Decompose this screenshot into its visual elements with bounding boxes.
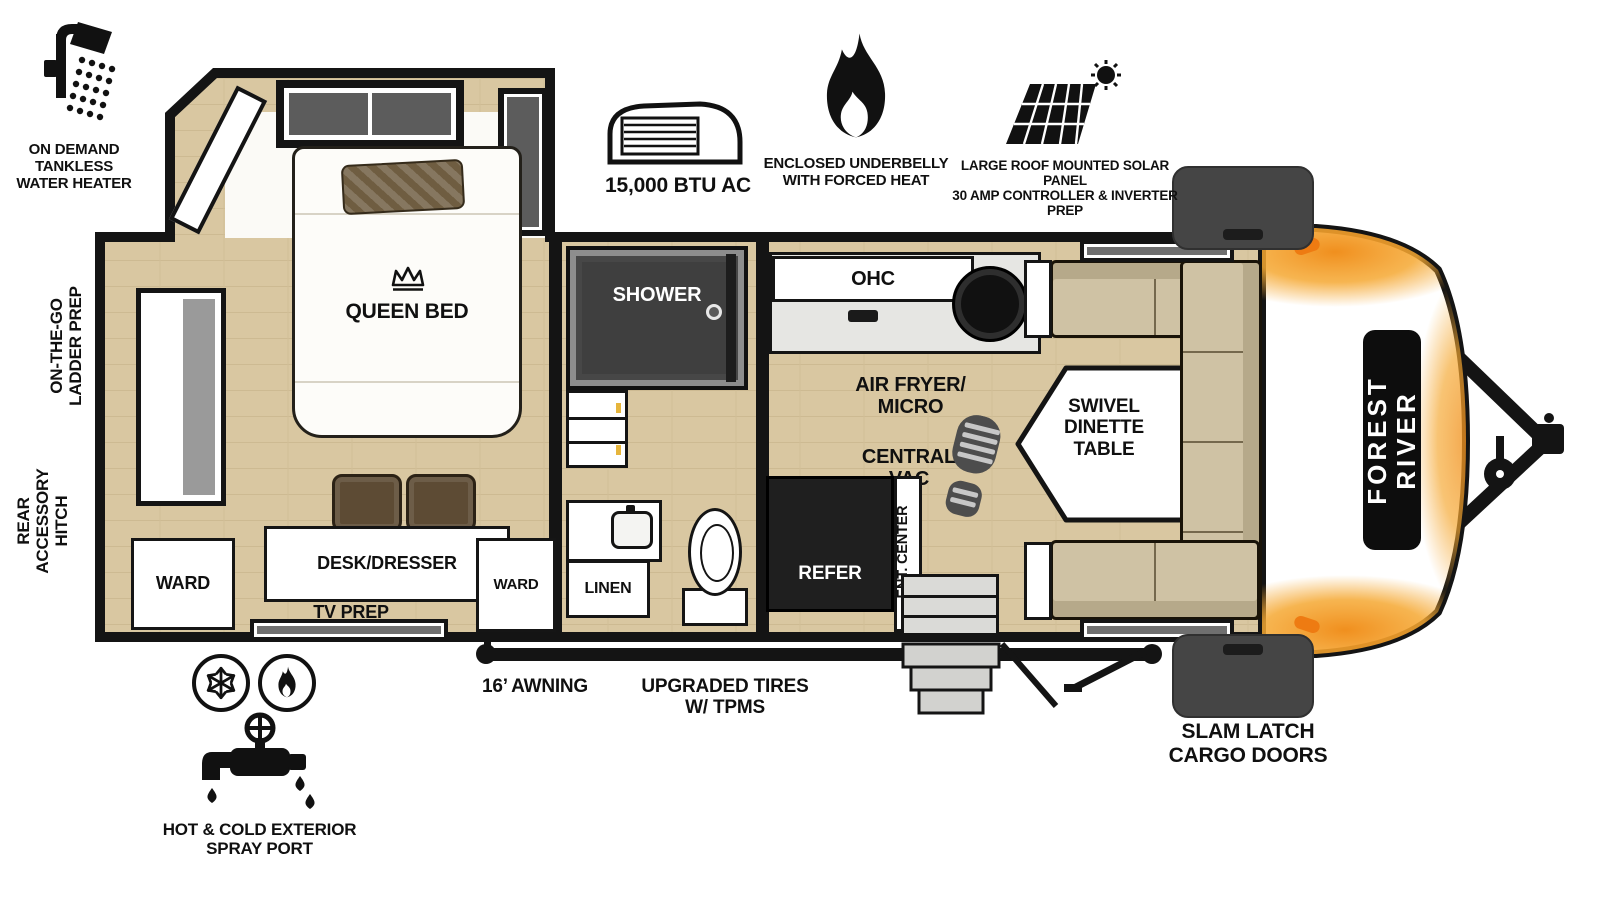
solar-panel-icon xyxy=(1006,60,1121,145)
rear-hitch-label: REAR ACCESSORY HITCH xyxy=(14,468,72,574)
bedroom-left-window xyxy=(136,288,226,506)
faucet xyxy=(626,505,635,514)
bootprint-icon xyxy=(945,415,1001,517)
bed-pillow xyxy=(340,158,466,216)
sofa-arm-cap xyxy=(1024,260,1052,338)
cargo-door-top xyxy=(1172,166,1314,250)
cargo-door-handle xyxy=(1223,644,1263,655)
cabinet-handle xyxy=(616,445,621,455)
cargo-door-bottom xyxy=(1172,634,1314,718)
refer-label: REFER xyxy=(798,563,862,585)
ac-label: 15,000 BTU AC xyxy=(604,174,751,197)
ladder-prep-label: ON-THE-GO LADDER PREP xyxy=(47,286,86,406)
brand-badge: FOREST RIVER xyxy=(1362,330,1421,550)
cargo-door-handle xyxy=(1223,229,1263,240)
entry-steps xyxy=(901,642,1059,715)
water-heater-label: ON DEMAND TANKLESS WATER HEATER xyxy=(16,141,132,192)
flame-icon xyxy=(826,33,886,138)
shower-stall: SHOWER xyxy=(566,246,748,390)
crown-icon xyxy=(391,266,425,291)
faucet-icon xyxy=(202,712,315,809)
sofa-arm-cap xyxy=(1024,542,1052,620)
stabilizer-jack-icon xyxy=(1064,645,1152,692)
desk-chair xyxy=(332,474,402,532)
wardrobe-right: WARD xyxy=(476,538,556,632)
shower-glass-panel xyxy=(726,254,736,382)
awning-label: 16’ AWNING xyxy=(481,676,589,697)
desk-chair xyxy=(406,474,476,532)
ac-unit-icon xyxy=(607,101,743,165)
skylight-divider xyxy=(368,88,372,140)
linen-label: LINEN xyxy=(584,580,632,598)
flame-small-icon xyxy=(278,666,296,698)
skylight-window xyxy=(276,80,464,148)
dinette-label: SWIVEL DINETTE TABLE xyxy=(1064,396,1144,460)
counter-faucet xyxy=(848,310,878,322)
queen-bed-label: QUEEN BED xyxy=(345,300,469,323)
sink xyxy=(611,511,653,549)
linen-cabinet: LINEN xyxy=(566,560,650,618)
air-fryer-label: AIR FRYER/ MICRO xyxy=(855,374,966,419)
snowflake-icon xyxy=(206,666,236,700)
brand-label: FOREST RIVER xyxy=(1362,375,1421,505)
shower-label: SHOWER xyxy=(612,284,702,306)
window-pane xyxy=(183,299,215,495)
desk-dresser-label: DESK/DRESSER xyxy=(317,553,457,574)
toilet-bowl-inner xyxy=(700,524,734,582)
cargo-doors-label: SLAM LATCH CARGO DOORS xyxy=(1168,720,1328,767)
shower-head-icon xyxy=(44,22,116,121)
shower-head-fixture-icon xyxy=(706,304,722,320)
bathroom-wall-right xyxy=(756,240,769,638)
flame-badge xyxy=(258,654,316,712)
tires-label: UPGRADED TIRES W/ TPMS xyxy=(641,676,809,719)
medicine-cabinet xyxy=(566,390,628,468)
wardrobe-left: WARD xyxy=(131,538,235,630)
underbelly-label: ENCLOSED UNDERBELLY WITH FORCED HEAT xyxy=(763,155,949,189)
refrigerator: REFER xyxy=(766,476,894,612)
bedroom-bottom-window xyxy=(250,619,448,641)
snowflake-badge xyxy=(192,654,250,712)
ohc-label: OHC xyxy=(851,268,895,290)
wardrobe-right-label: WARD xyxy=(493,575,539,593)
cooktop-sink xyxy=(952,266,1028,342)
queen-bed xyxy=(292,146,522,438)
wardrobe-left-label: WARD xyxy=(155,573,211,594)
spray-port-label: HOT & COLD EXTERIOR SPRAY PORT xyxy=(162,820,357,859)
cabinet-handle xyxy=(616,403,621,413)
bathroom-vanity xyxy=(566,500,662,562)
toilet-bowl xyxy=(688,508,742,596)
solar-label: LARGE ROOF MOUNTED SOLAR PANEL 30 AMP CO… xyxy=(952,158,1178,219)
overhead-cabinet: OHC xyxy=(772,256,974,302)
desk-dresser: DESK/DRESSER xyxy=(264,526,510,602)
sofa-bottom-bench xyxy=(1050,540,1260,620)
entry-landing xyxy=(901,574,999,636)
tv-prep-label: TV PREP xyxy=(313,602,389,622)
